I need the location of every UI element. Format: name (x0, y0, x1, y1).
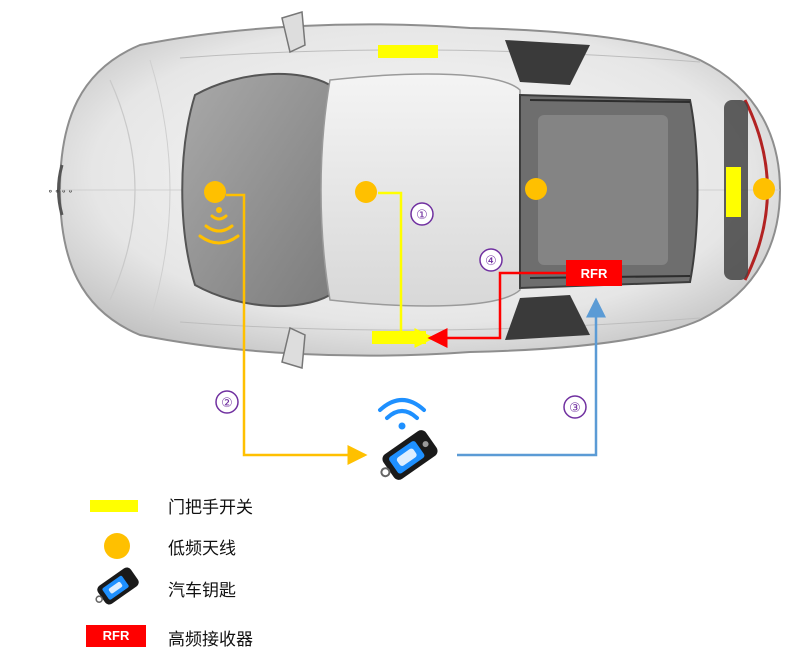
step-2-badge: ② (216, 391, 238, 413)
step-2-number: ② (221, 396, 233, 411)
legend-label-lf-antenna: 低频天线 (168, 534, 236, 559)
door-handle-switch-rear (726, 167, 741, 217)
step-4-number: ④ (485, 254, 497, 269)
legend-label-door-handle: 门把手开关 (168, 493, 253, 518)
step-1-badge: ① (411, 203, 433, 225)
door-handle-switch-top (378, 45, 438, 58)
rings-logo-icon: ⚬⚬⚬⚬ (47, 187, 74, 196)
legend-door-handle-switch: 门把手开关 (0, 488, 800, 528)
legend-label-rf-receiver: 高频接收器 (168, 625, 253, 650)
key-fob-icon (374, 428, 440, 487)
legend-swatch-door-handle (90, 500, 138, 512)
rfr-label: RFR (581, 266, 608, 281)
legend-lf-antenna: 低频天线 (0, 527, 800, 567)
lf-antenna-rear (753, 178, 775, 200)
wifi-signal-icon (380, 400, 424, 430)
legend-swatch-rfr: RFR (86, 625, 146, 647)
legend-car-key: 汽车钥匙 (0, 565, 800, 605)
legend-swatch-lf-antenna (104, 533, 130, 559)
legend-label-car-key: 汽车钥匙 (168, 576, 236, 601)
step-3-number: ③ (569, 401, 581, 416)
step-4-badge: ④ (480, 249, 502, 271)
lf-antenna-cabin (355, 181, 377, 203)
step-1-number: ① (416, 208, 428, 223)
step-3-badge: ③ (564, 396, 586, 418)
lf-antenna-rear-cabin (525, 178, 547, 200)
lf-antenna-front (204, 181, 226, 203)
legend-key-fob-icon (88, 565, 148, 607)
legend-rf-receiver: RFR 高频接收器 (0, 616, 800, 656)
